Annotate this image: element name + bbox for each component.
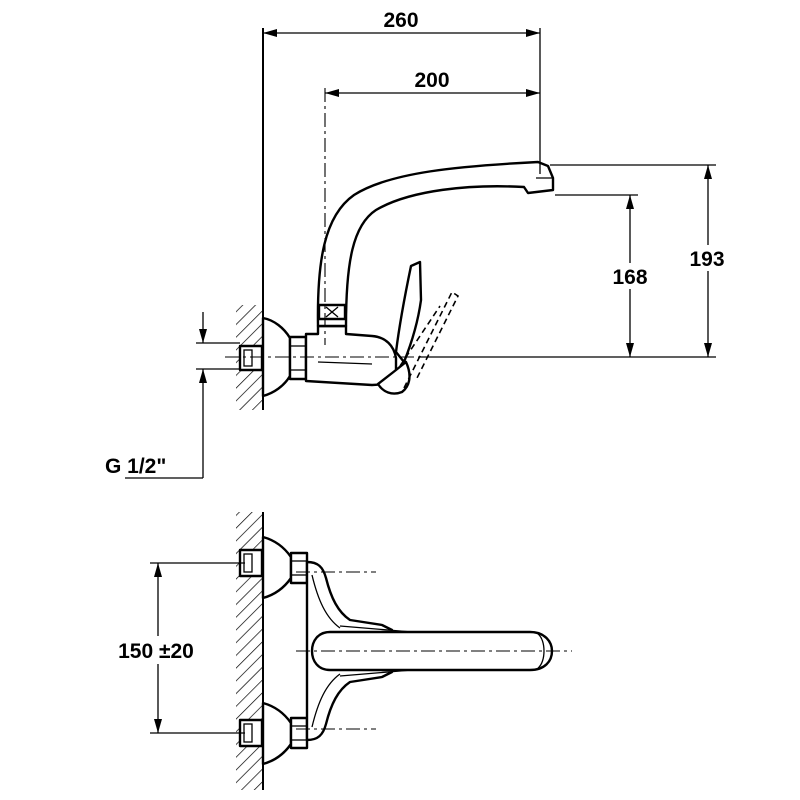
swivel-marker-icon bbox=[325, 306, 339, 318]
lever-alt-position bbox=[399, 290, 460, 389]
lever-handle-side bbox=[394, 260, 423, 364]
dim-label-168: 168 bbox=[612, 266, 647, 289]
lever-base-side bbox=[376, 360, 411, 395]
side-view: 260 200 193 168 G 1/2" bbox=[105, 9, 732, 479]
lever-outline-top bbox=[339, 625, 413, 677]
top-view: 150 ±20 bbox=[102, 512, 572, 790]
body-inner-outline bbox=[311, 574, 341, 728]
body-detail-line bbox=[317, 361, 373, 365]
dim-label-bg bbox=[605, 263, 655, 289]
dim-label-bg bbox=[682, 245, 732, 271]
dim-label-150: 150 ±20 bbox=[118, 640, 194, 663]
dim-label-thread: G 1/2" bbox=[105, 455, 166, 478]
wall-flange-upper bbox=[261, 535, 293, 600]
dim-label-200: 200 bbox=[414, 69, 449, 92]
spout-nozzle-arc bbox=[537, 633, 545, 669]
inlet-pipe-inner-side bbox=[243, 349, 253, 367]
dim-label-260: 260 bbox=[383, 9, 418, 32]
dim-label-bg bbox=[102, 636, 210, 664]
dim-label-193: 193 bbox=[689, 248, 724, 271]
swivel-spout-side bbox=[316, 160, 555, 328]
connector-nut-lower bbox=[289, 716, 309, 750]
connector-nut-side bbox=[288, 335, 308, 381]
mixer-body-side bbox=[304, 324, 398, 387]
wall-flange-lower bbox=[261, 701, 293, 766]
connector-nut-upper bbox=[289, 551, 309, 585]
